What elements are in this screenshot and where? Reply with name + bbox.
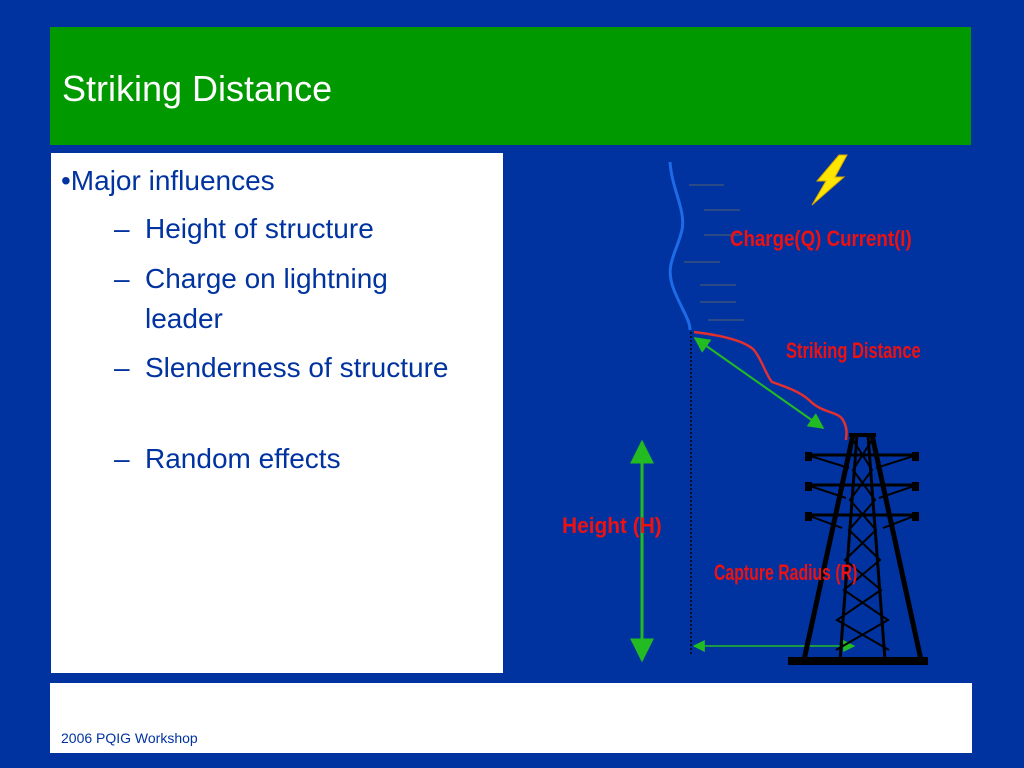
charge-marks: [684, 184, 744, 321]
title-bar: Striking Distance: [50, 27, 971, 145]
charge-current-label: Charge(Q) Current(I): [730, 228, 912, 252]
striking-distance-arrow: [693, 337, 825, 429]
list-item-text: Slenderness of structure: [145, 352, 449, 383]
footer-text: 2006 PQIG Workshop: [61, 730, 198, 746]
striking-distance-diagram: Charge(Q) Current(I) Striking Distance H…: [562, 154, 928, 665]
striking-distance-label: Striking Distance: [786, 339, 921, 364]
list-item-text: Random effects: [145, 443, 341, 474]
list-item-text: Charge on lightning leader: [145, 263, 388, 334]
capture-radius-label: Capture Radius (R): [714, 562, 857, 586]
dash-marker: –: [114, 443, 130, 474]
insulators: [805, 452, 919, 521]
dash-marker: –: [114, 263, 130, 294]
list-item-text: Height of structure: [145, 213, 374, 244]
transmission-tower-icon: [788, 433, 928, 665]
slide-title: Striking Distance: [62, 68, 333, 109]
bullet-heading: •Major influences: [61, 165, 275, 196]
lightning-bolt-icon: [811, 154, 848, 206]
footer-bar: 2006 PQIG Workshop: [50, 683, 972, 753]
dash-marker: –: [114, 352, 130, 383]
height-label: Height (H): [562, 514, 662, 539]
dash-marker: –: [114, 213, 130, 244]
stepped-leader: [668, 161, 692, 331]
content-panel: •Major influences – Height of structure …: [51, 153, 503, 673]
